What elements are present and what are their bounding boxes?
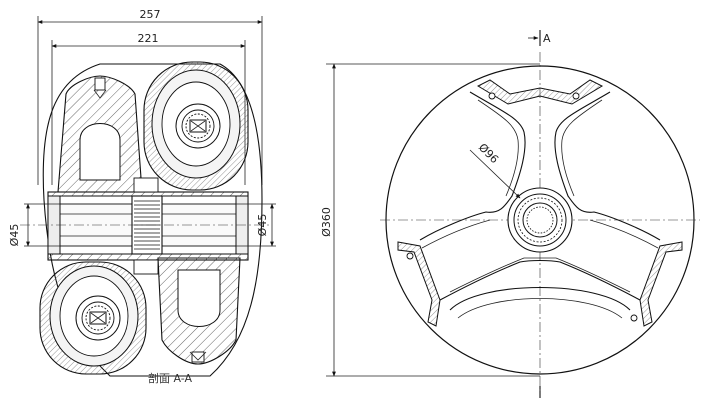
spider-frame: [419, 91, 661, 319]
hub: [507, 187, 573, 253]
dimension-left-diameter: Ø45: [8, 203, 60, 247]
section-marker: A: [528, 30, 551, 398]
dimension-right-diameter: Ø45: [236, 203, 276, 247]
right-bracket: [630, 241, 683, 327]
section-caption: 剖面 A-A: [148, 371, 193, 385]
dim-outer-diameter-label: Ø360: [320, 207, 333, 237]
lower-right-arm: [157, 257, 241, 365]
dim-right-diameter-label: Ø45: [256, 214, 269, 237]
upper-left-arm: [57, 75, 143, 193]
dimension-hub-diameter: Ø96: [469, 141, 521, 199]
dim-hub-diameter-label: Ø96: [476, 141, 501, 166]
lower-left-roller: [39, 261, 147, 375]
section-marker-label: A: [543, 32, 551, 45]
dim-overall-width-label: 257: [140, 8, 161, 21]
dimension-outer-diameter: Ø360: [320, 63, 540, 377]
top-bracket: [476, 79, 604, 105]
envelope-outline: [42, 63, 263, 377]
end-view: A Ø360: [320, 30, 700, 398]
section-view: 257 221: [8, 8, 276, 385]
dim-left-diameter-label: Ø45: [8, 224, 21, 247]
center-shaft: [47, 177, 249, 275]
upper-right-roller: [143, 61, 249, 191]
left-bracket: [397, 241, 441, 327]
dimension-257: 257: [37, 8, 263, 185]
dim-inner-width-label: 221: [138, 32, 159, 45]
